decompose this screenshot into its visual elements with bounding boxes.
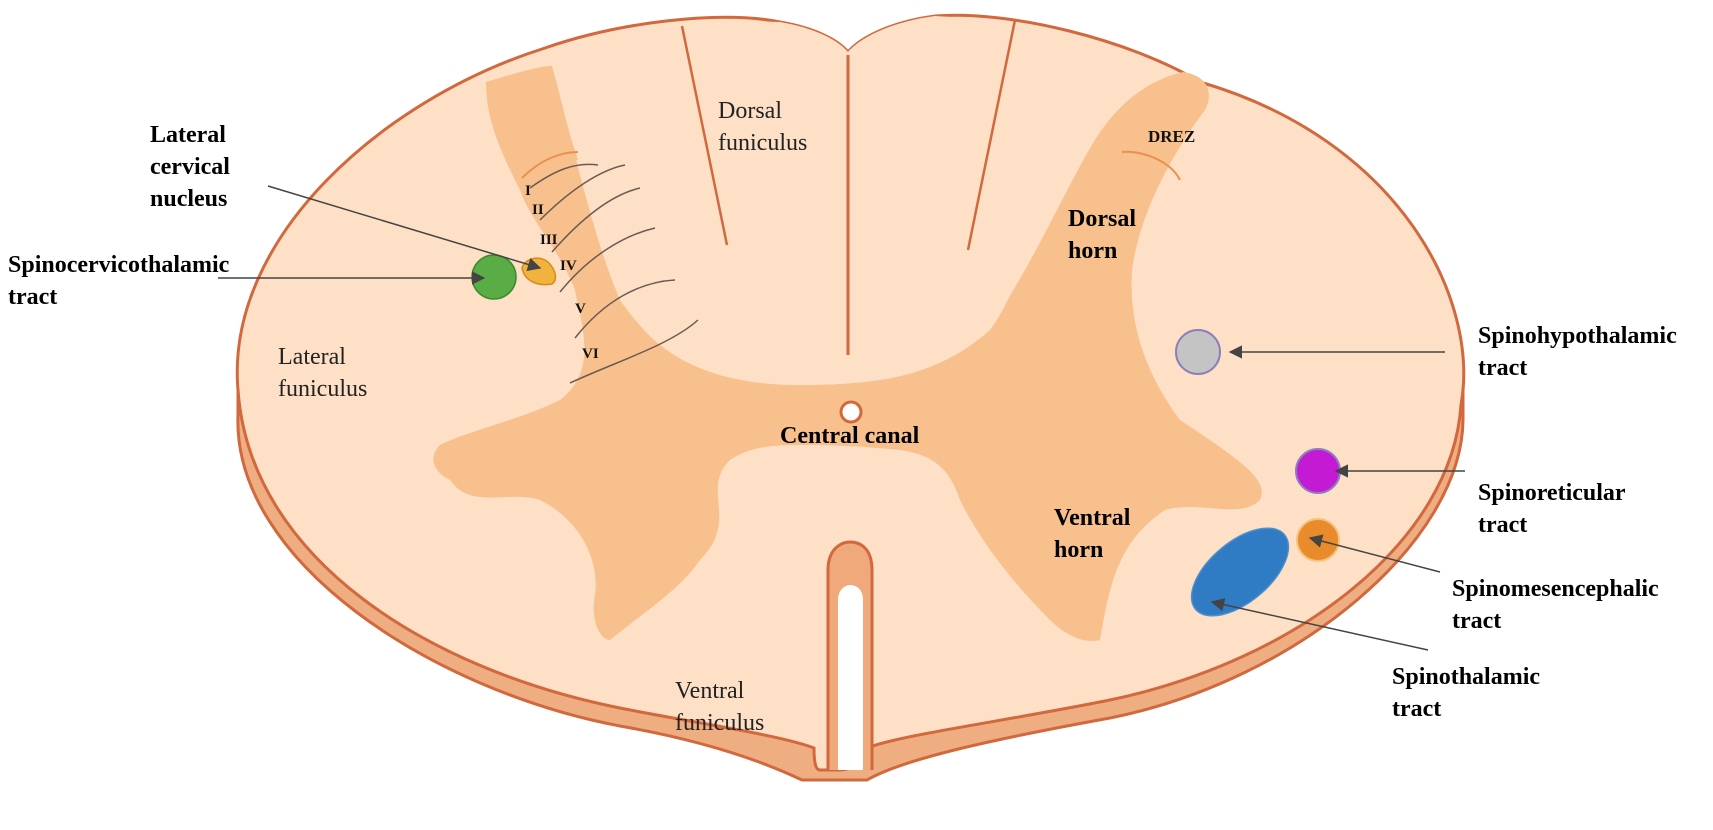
lamina-line-3 xyxy=(539,164,626,221)
lamina-label-II: II xyxy=(532,202,544,218)
lamina-line-6 xyxy=(574,279,676,339)
leader-lateral-cervical-nucleus xyxy=(267,185,542,271)
label-ventral-funiculus: Ventral funiculus xyxy=(675,678,764,736)
lamina-label-V: V xyxy=(575,301,586,317)
lamina-label-III: III xyxy=(540,232,558,248)
label-central-canal: Central canal xyxy=(780,423,920,449)
label-spinohypothalamic-tract: Spinohypothalamic tract xyxy=(1478,323,1683,381)
right-dorsal-septum xyxy=(966,19,1017,251)
label-dorsal-funiculus: Dorsal funiculus xyxy=(718,98,807,156)
label-lateral-cervical-nucleus: Lateral cervical nucleus xyxy=(150,122,236,212)
label-spinocervicothalamic-tract: Spinocervicothalamic tract xyxy=(8,252,235,310)
lamina-label-VI: VI xyxy=(582,346,599,362)
label-lateral-funiculus: Lateral funiculus xyxy=(278,344,367,402)
label-ventral-horn: Ventral horn xyxy=(1054,505,1136,563)
lamina-line-7 xyxy=(569,319,699,384)
label-spinomesencephalic-tract: Spinomesencephalic tract xyxy=(1452,576,1665,634)
lamina-label-I: I xyxy=(525,183,531,199)
central-canal xyxy=(839,400,863,424)
spinocervicothalamic-tract-marker xyxy=(471,254,517,300)
spinohypothalamic-tract-marker xyxy=(1175,329,1221,375)
leader-spinomesencephalic xyxy=(1308,534,1441,573)
label-spinothalamic-tract: Spinothalamic tract xyxy=(1392,664,1546,722)
leader-spinothalamic xyxy=(1210,598,1429,651)
lamina-line-5 xyxy=(559,227,656,293)
spinothalamic-tract-marker xyxy=(1190,527,1290,617)
label-dorsal-horn: Dorsal horn xyxy=(1068,206,1142,264)
lamina-line-4 xyxy=(551,187,641,253)
dorsal-funiculus-region xyxy=(552,16,1103,385)
spinoreticular-tract-marker xyxy=(1295,448,1341,494)
left-dorsal-septum xyxy=(680,25,729,246)
lamina-label-IV: IV xyxy=(560,258,577,274)
drez-line xyxy=(1121,150,1181,181)
lamina-line-1 xyxy=(521,151,579,179)
gray-matter xyxy=(433,66,1262,641)
ventral-fissure-inner xyxy=(838,585,863,770)
lamina-line-2 xyxy=(529,163,599,189)
label-spinoreticular-tract: Spinoreticular tract xyxy=(1478,480,1631,538)
left-horn-apex xyxy=(486,66,578,175)
label-drez: DREZ xyxy=(1148,127,1195,146)
